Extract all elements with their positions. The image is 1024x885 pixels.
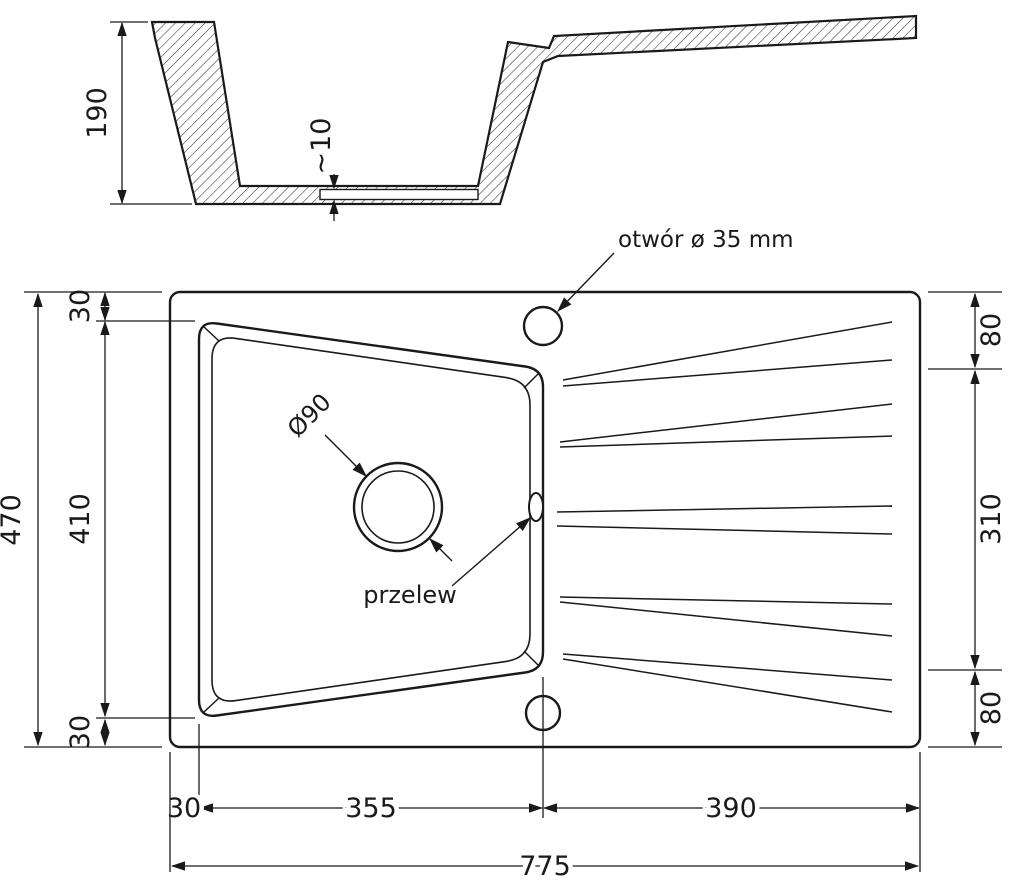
- dimension-floor-offset-10: ~10: [306, 118, 339, 221]
- basin-corner-ticks: [203, 326, 539, 713]
- tap-hole-annotation: otwór ø 35 mm: [557, 227, 794, 312]
- drain-outer-circle: [352, 461, 444, 553]
- tap-hole-label: otwór ø 35 mm: [618, 227, 794, 253]
- drainboard-grooves: [556, 321, 893, 713]
- tap-hole-leader: [557, 252, 615, 312]
- basin-inner-rim: [211, 337, 531, 702]
- overflow-leader: [451, 517, 531, 587]
- dimension-text-bottom-drainer: 390: [705, 793, 757, 824]
- basin-outer-rim: [197, 321, 545, 718]
- drainboard-groove-line: [559, 435, 893, 448]
- drain-recess-section: [319, 188, 479, 201]
- sink-section-profile: [150, 14, 918, 206]
- dimension-bottom-chain: 30 355 390: [162, 677, 921, 829]
- corner-tick: [203, 697, 220, 713]
- drainboard-groove-line: [559, 596, 893, 605]
- drainboard-groove-line: [562, 321, 893, 381]
- dimension-text-height-total: 470: [0, 494, 27, 546]
- drainboard-groove-line: [559, 601, 893, 637]
- drainboard-groove-line: [559, 403, 893, 443]
- drainboard-groove-line: [562, 653, 893, 681]
- dimension-text-left-bottom: 30: [65, 715, 96, 749]
- corner-tick: [523, 373, 539, 389]
- overflow-slot: [528, 492, 544, 522]
- dimension-text-right-mid: 310: [976, 493, 1007, 545]
- dimension-height-470: 470: [0, 291, 162, 748]
- dimension-text-floor-offset: ~10: [306, 118, 337, 175]
- overflow: przelew: [363, 492, 544, 609]
- corner-tick: [523, 650, 539, 666]
- dimension-right-chain: 80 310 80: [928, 291, 1007, 748]
- dimension-text-right-bottom: 80: [976, 691, 1007, 725]
- drain-diameter-leader: [324, 434, 367, 477]
- sink-outer-edge: [168, 290, 922, 749]
- section-view: 190 ~10: [82, 14, 918, 221]
- overflow-label: przelew: [363, 581, 457, 609]
- dimension-width-775: 775: [169, 752, 921, 885]
- dimension-text-left-top: 30: [65, 289, 96, 323]
- drainboard-groove-line: [562, 359, 893, 387]
- dimension-text-depth: 190: [82, 87, 113, 139]
- dimension-text-right-top: 80: [976, 313, 1007, 347]
- drain: Ø90: [282, 388, 453, 562]
- dimension-depth-190: 190: [82, 21, 192, 205]
- drainboard-groove-line: [556, 505, 893, 513]
- tap-hole-top: [522, 305, 564, 347]
- drain-diameter-label: Ø90: [282, 388, 337, 443]
- drain-diameter-leader: [429, 538, 453, 562]
- plan-view: Ø90 przelew otwór ø 35 mm 470: [0, 227, 1007, 885]
- corner-tick: [203, 326, 220, 342]
- dimension-text-width-total: 775: [519, 851, 571, 882]
- drainboard-groove-line: [556, 525, 893, 535]
- dimension-text-left-mid: 410: [65, 493, 96, 545]
- drainboard-groove-line: [562, 658, 893, 713]
- drain-inner-circle: [361, 470, 435, 544]
- dimension-text-bottom-basin: 355: [345, 793, 397, 824]
- dimension-text-bottom-left: 30: [167, 793, 201, 824]
- dimension-left-chain: 30 410 30: [65, 289, 195, 749]
